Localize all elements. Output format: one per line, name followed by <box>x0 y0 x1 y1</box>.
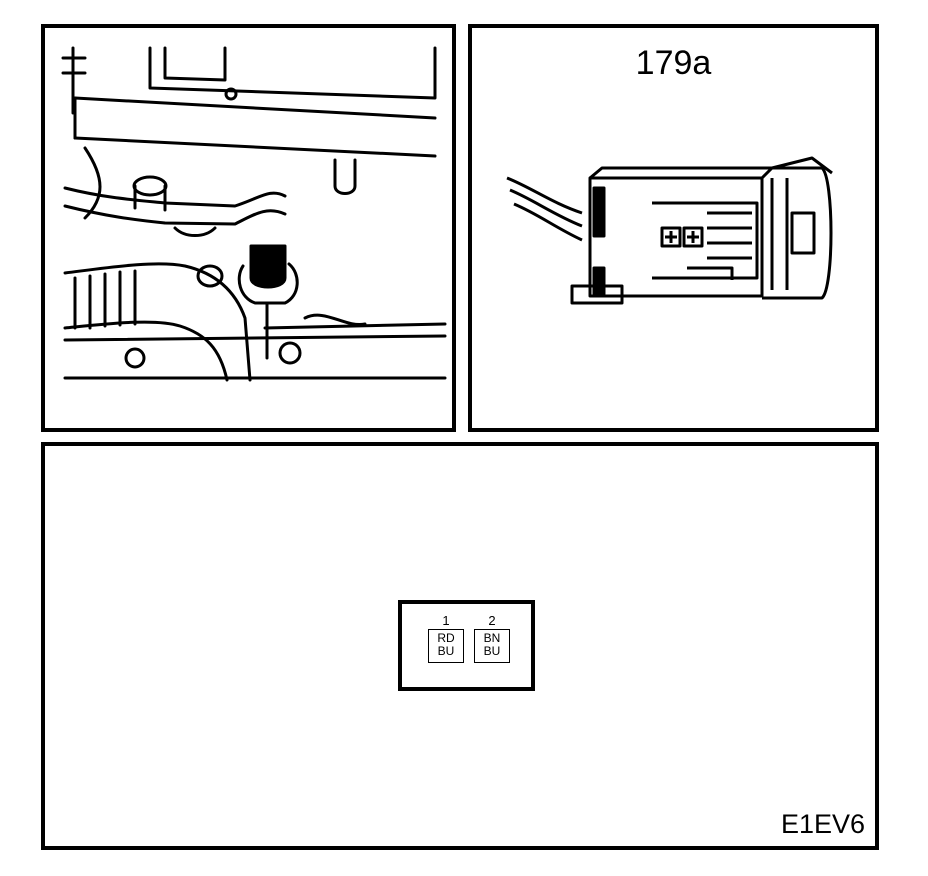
engine-location-view <box>41 24 456 432</box>
connector-pinout: 1 RD BU 2 BN BU <box>398 600 535 691</box>
connector-illustration <box>506 156 833 305</box>
pin-number: 2 <box>488 613 496 628</box>
pinout-view: 1 RD BU 2 BN BU E1EV6 <box>41 442 879 850</box>
pin-2: 2 BN BU <box>474 614 510 663</box>
connector-id-label: 179a <box>635 44 712 82</box>
wire-color-line2: BU <box>437 644 455 658</box>
connector-view: 179a <box>468 24 879 432</box>
pin-wire-color: BN BU <box>474 629 510 663</box>
wire-color-line1: RD <box>437 631 455 645</box>
engine-bay-illustration <box>61 46 447 382</box>
wire-color-line2: BU <box>483 644 501 658</box>
diagram-code: E1EV6 <box>780 809 865 839</box>
pin-number: 1 <box>442 613 450 628</box>
pin-1: 1 RD BU <box>428 614 464 663</box>
wire-color-line1: BN <box>483 631 501 645</box>
pin-wire-color: RD BU <box>428 629 464 663</box>
